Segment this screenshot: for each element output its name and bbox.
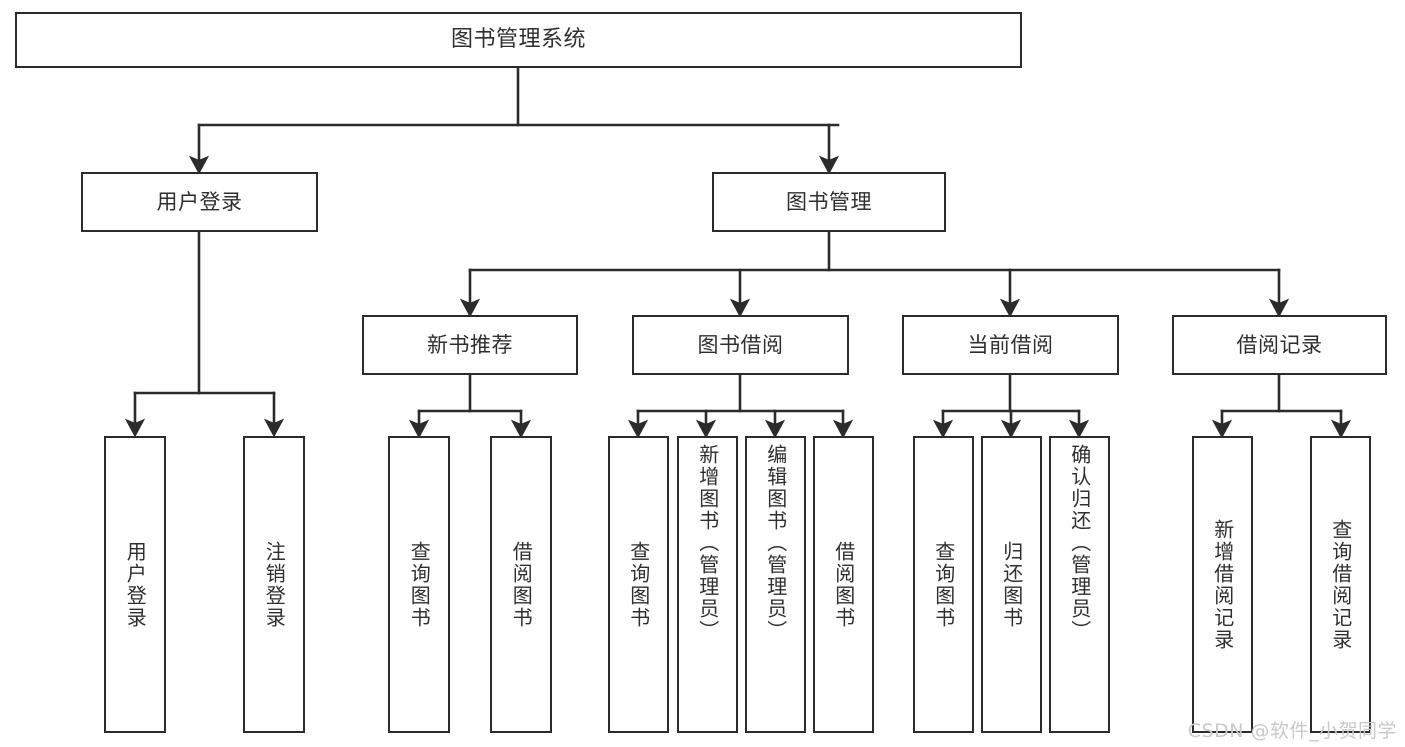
node-current-borrow-label: 当前借阅: [967, 332, 1054, 357]
node-leaf-label: 新增借阅记录: [1210, 518, 1235, 651]
node-leaf-label: 查询图书: [626, 540, 651, 629]
node-root-book-management-system[interactable]: 图书管理系统: [15, 12, 1022, 68]
node-book-borrow[interactable]: 图书借阅: [632, 315, 849, 375]
node-leaf-label: 编辑图书（管理员）: [763, 444, 788, 642]
node-leaf-borrow-record-query[interactable]: 查询借阅记录: [1310, 436, 1371, 733]
node-book-management[interactable]: 图书管理: [712, 172, 946, 232]
node-leaf-new-book-query[interactable]: 查询图书: [388, 436, 450, 733]
node-leaf-label: 新增图书（管理员）: [695, 444, 720, 642]
csdn-watermark: CSDN @软件_小贺同学: [1187, 720, 1397, 742]
node-leaf-label: 借阅图书: [831, 540, 856, 629]
node-leaf-current-borrow-return[interactable]: 归还图书: [981, 436, 1042, 733]
node-current-borrow[interactable]: 当前借阅: [902, 315, 1119, 375]
node-leaf-user-login-login[interactable]: 用户登录: [104, 436, 166, 733]
node-leaf-current-borrow-query[interactable]: 查询图书: [913, 436, 974, 733]
node-leaf-label: 用户登录: [123, 540, 148, 629]
node-user-login-label: 用户登录: [156, 189, 243, 214]
node-leaf-book-borrow-borrow[interactable]: 借阅图书: [813, 436, 874, 733]
node-leaf-label: 查询图书: [931, 540, 956, 629]
node-book-management-label: 图书管理: [786, 189, 872, 214]
node-new-book-recommend-label: 新书推荐: [427, 332, 513, 357]
node-user-login[interactable]: 用户登录: [81, 172, 318, 232]
node-leaf-book-borrow-add[interactable]: 新增图书（管理员）: [677, 436, 738, 733]
node-leaf-label: 确认归还（管理员）: [1067, 444, 1092, 642]
node-leaf-current-borrow-confirm-return[interactable]: 确认归还（管理员）: [1049, 436, 1110, 733]
node-leaf-label: 查询图书: [407, 540, 432, 629]
node-leaf-label: 借阅图书: [509, 540, 534, 629]
node-leaf-book-borrow-query[interactable]: 查询图书: [608, 436, 669, 733]
node-book-borrow-label: 图书借阅: [697, 332, 784, 357]
node-leaf-borrow-record-add[interactable]: 新增借阅记录: [1192, 436, 1253, 733]
node-leaf-label: 归还图书: [999, 540, 1024, 629]
node-leaf-book-borrow-edit[interactable]: 编辑图书（管理员）: [745, 436, 806, 733]
node-leaf-new-book-borrow[interactable]: 借阅图书: [490, 436, 552, 733]
node-leaf-user-login-logout[interactable]: 注销登录: [243, 436, 305, 733]
node-leaf-label: 查询借阅记录: [1328, 518, 1353, 651]
node-root-label: 图书管理系统: [450, 27, 586, 53]
node-borrow-record-label: 借阅记录: [1236, 332, 1323, 357]
node-new-book-recommend[interactable]: 新书推荐: [362, 315, 578, 375]
node-leaf-label: 注销登录: [262, 540, 287, 629]
node-borrow-record[interactable]: 借阅记录: [1172, 315, 1387, 375]
